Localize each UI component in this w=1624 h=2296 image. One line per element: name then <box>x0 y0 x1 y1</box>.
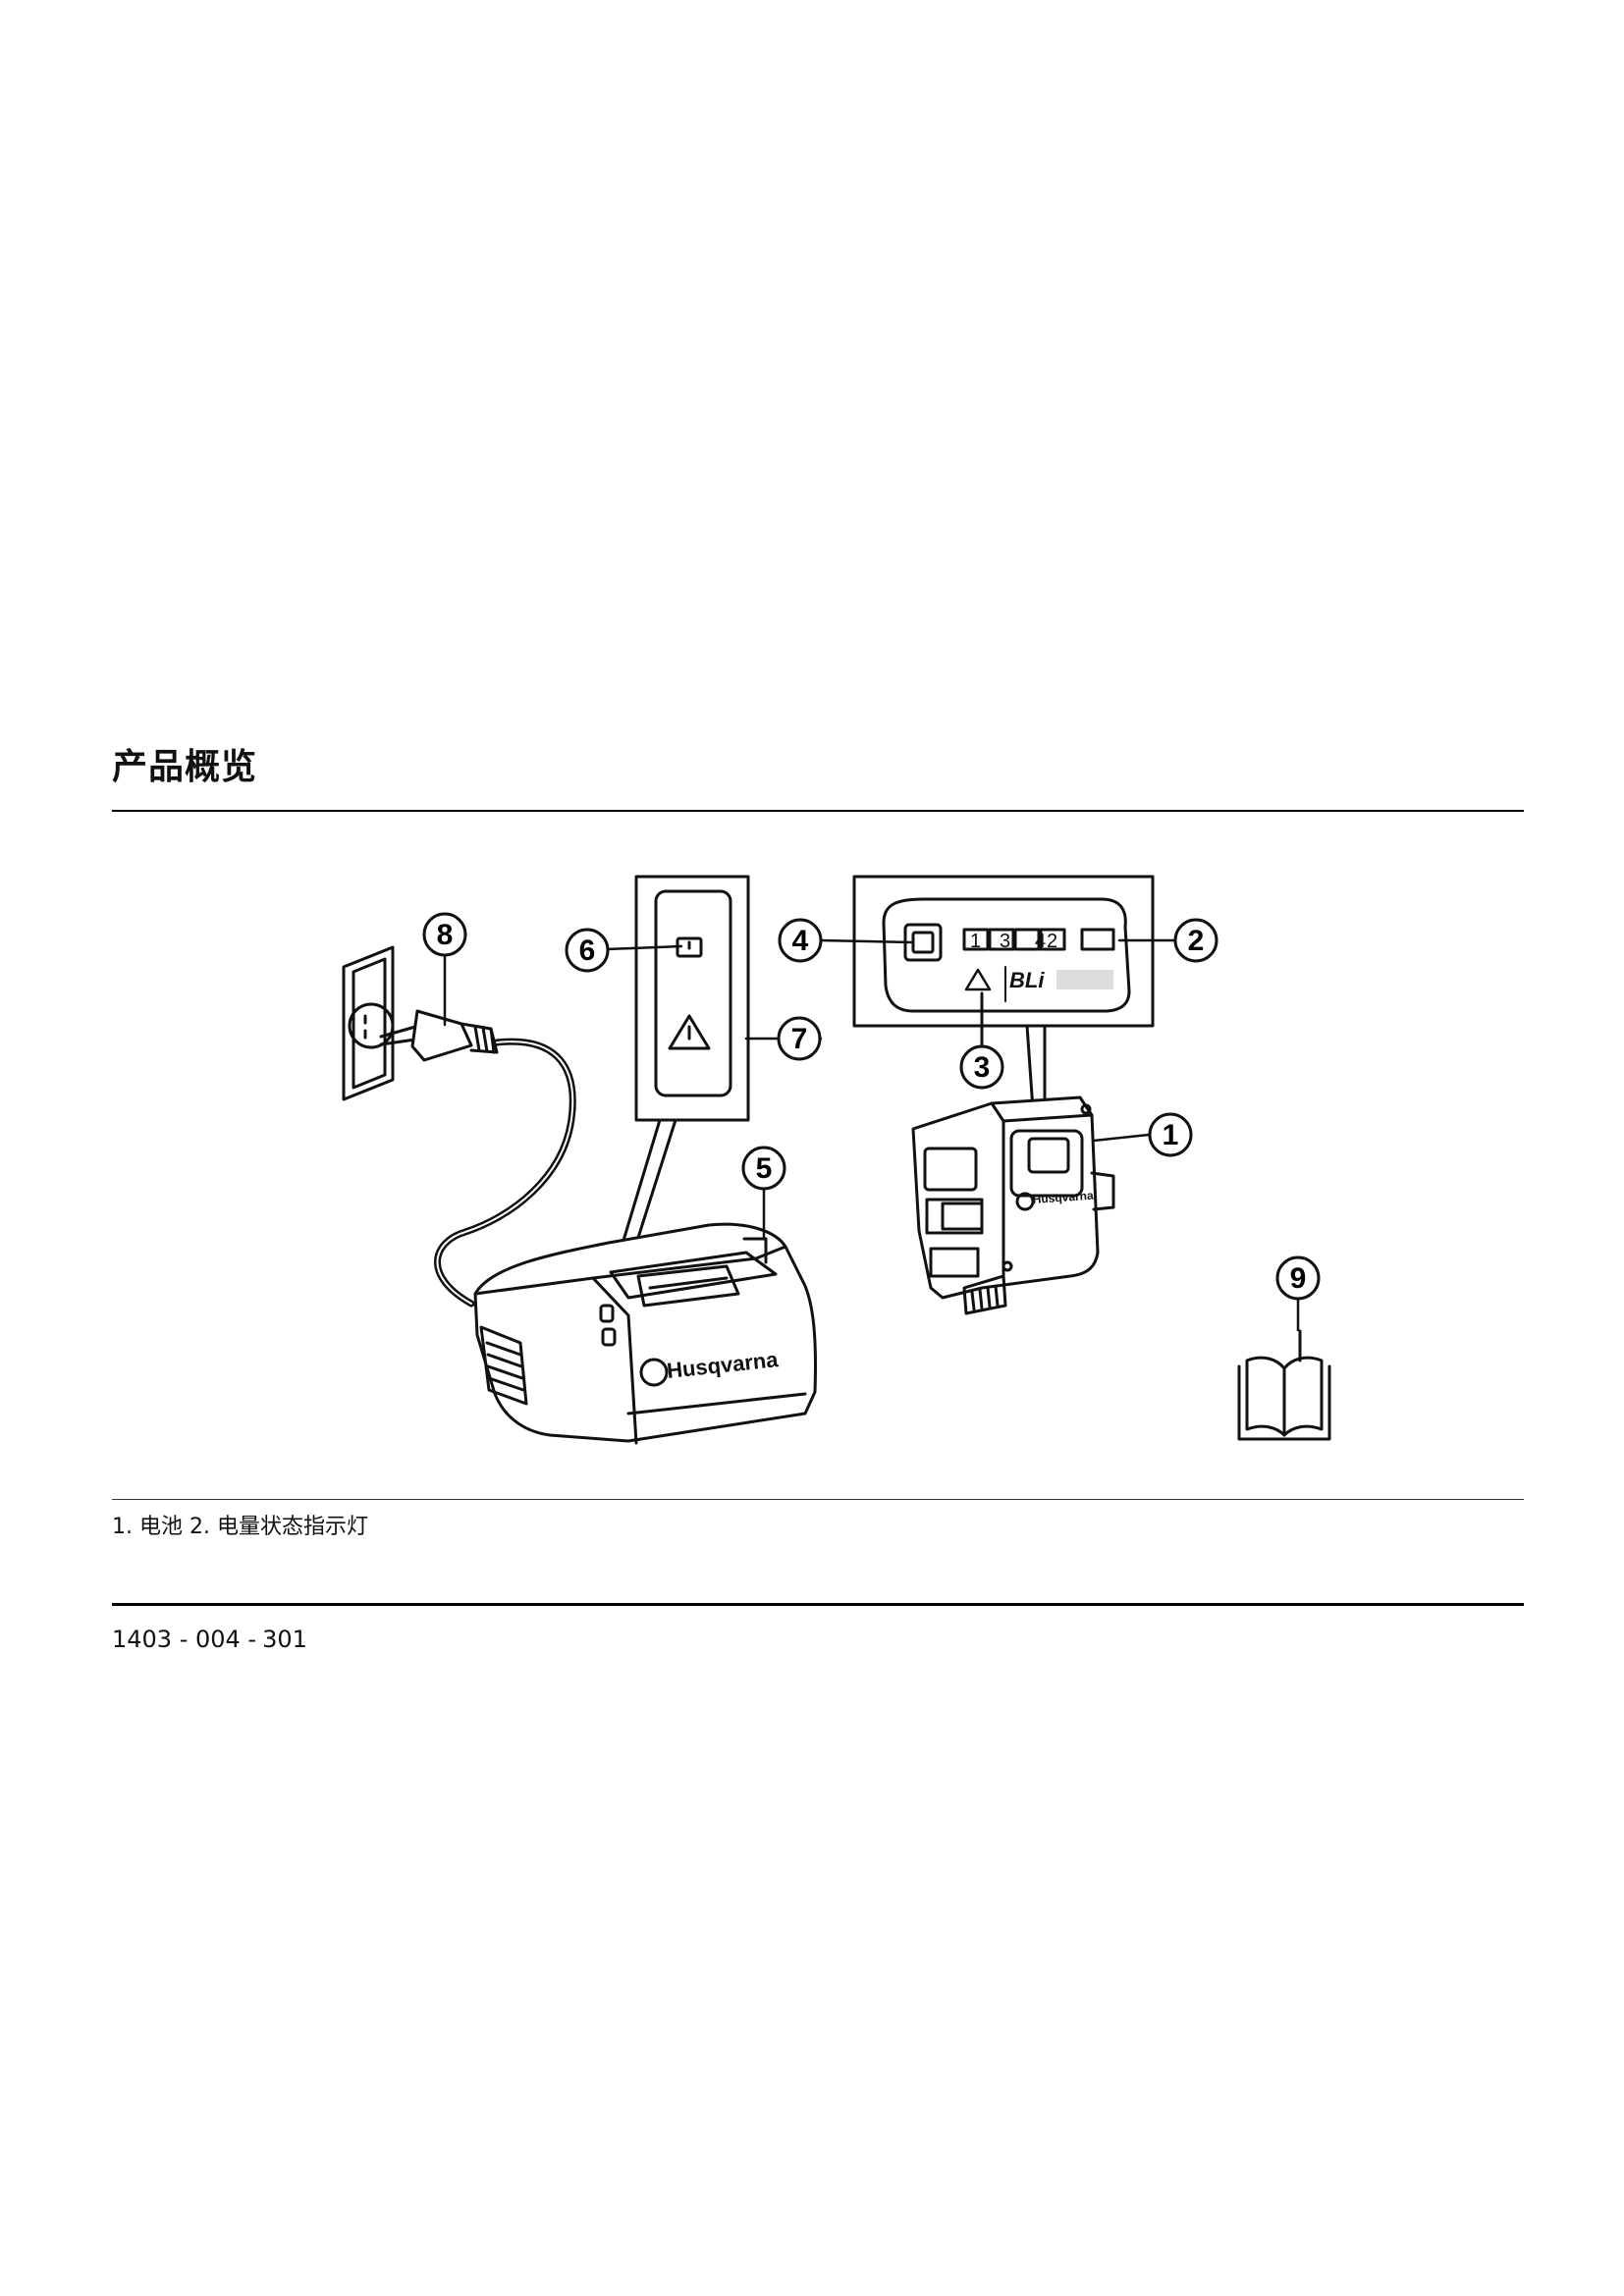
wall-socket <box>344 947 393 1099</box>
segment-label: 2 <box>1047 931 1057 952</box>
page-number: 301 <box>262 1626 307 1653</box>
svg-text:3: 3 <box>974 1051 991 1084</box>
segment-label: 1 <box>970 931 981 952</box>
callout-5: 5 <box>743 1148 785 1189</box>
caption-rule <box>112 1499 1524 1500</box>
document-number: 1403 - 004 - <box>112 1626 256 1653</box>
battery <box>913 1097 1113 1313</box>
battery-display-inset <box>854 877 1153 1109</box>
product-overview-figure: 1 3 4 2 BLi Husqvarna Husqvarna 8 6 7 4 … <box>0 0 1624 1492</box>
segment-label: 4 <box>1035 931 1046 952</box>
callout-6: 6 <box>567 930 608 971</box>
segment-label: 3 <box>1000 931 1010 952</box>
svg-text:5: 5 <box>756 1152 773 1185</box>
callout-8: 8 <box>424 914 465 955</box>
document-id: 1403 - 004 -301 <box>112 1626 307 1653</box>
svg-text:8: 8 <box>437 919 454 951</box>
svg-text:1: 1 <box>1163 1119 1179 1151</box>
power-plug <box>381 1011 497 1060</box>
svg-text:9: 9 <box>1290 1262 1307 1295</box>
callout-3: 3 <box>961 1046 1002 1088</box>
manual-book-icon <box>1239 1331 1329 1439</box>
footer-rule <box>112 1603 1524 1606</box>
svg-text:2: 2 <box>1188 925 1205 957</box>
callout-4: 4 <box>780 920 821 961</box>
callout-7: 7 <box>779 1018 820 1059</box>
figure-caption: 1. 电池 2. 电量状态指示灯 <box>112 1509 368 1540</box>
callout-1: 1 <box>1150 1114 1191 1155</box>
svg-text:6: 6 <box>579 934 596 967</box>
svg-text:4: 4 <box>792 925 809 957</box>
callout-2: 2 <box>1175 920 1217 961</box>
model-mark: BLi <box>1009 968 1045 992</box>
svg-text:7: 7 <box>791 1023 808 1055</box>
charger <box>475 1224 816 1443</box>
callout-9: 9 <box>1277 1257 1319 1299</box>
